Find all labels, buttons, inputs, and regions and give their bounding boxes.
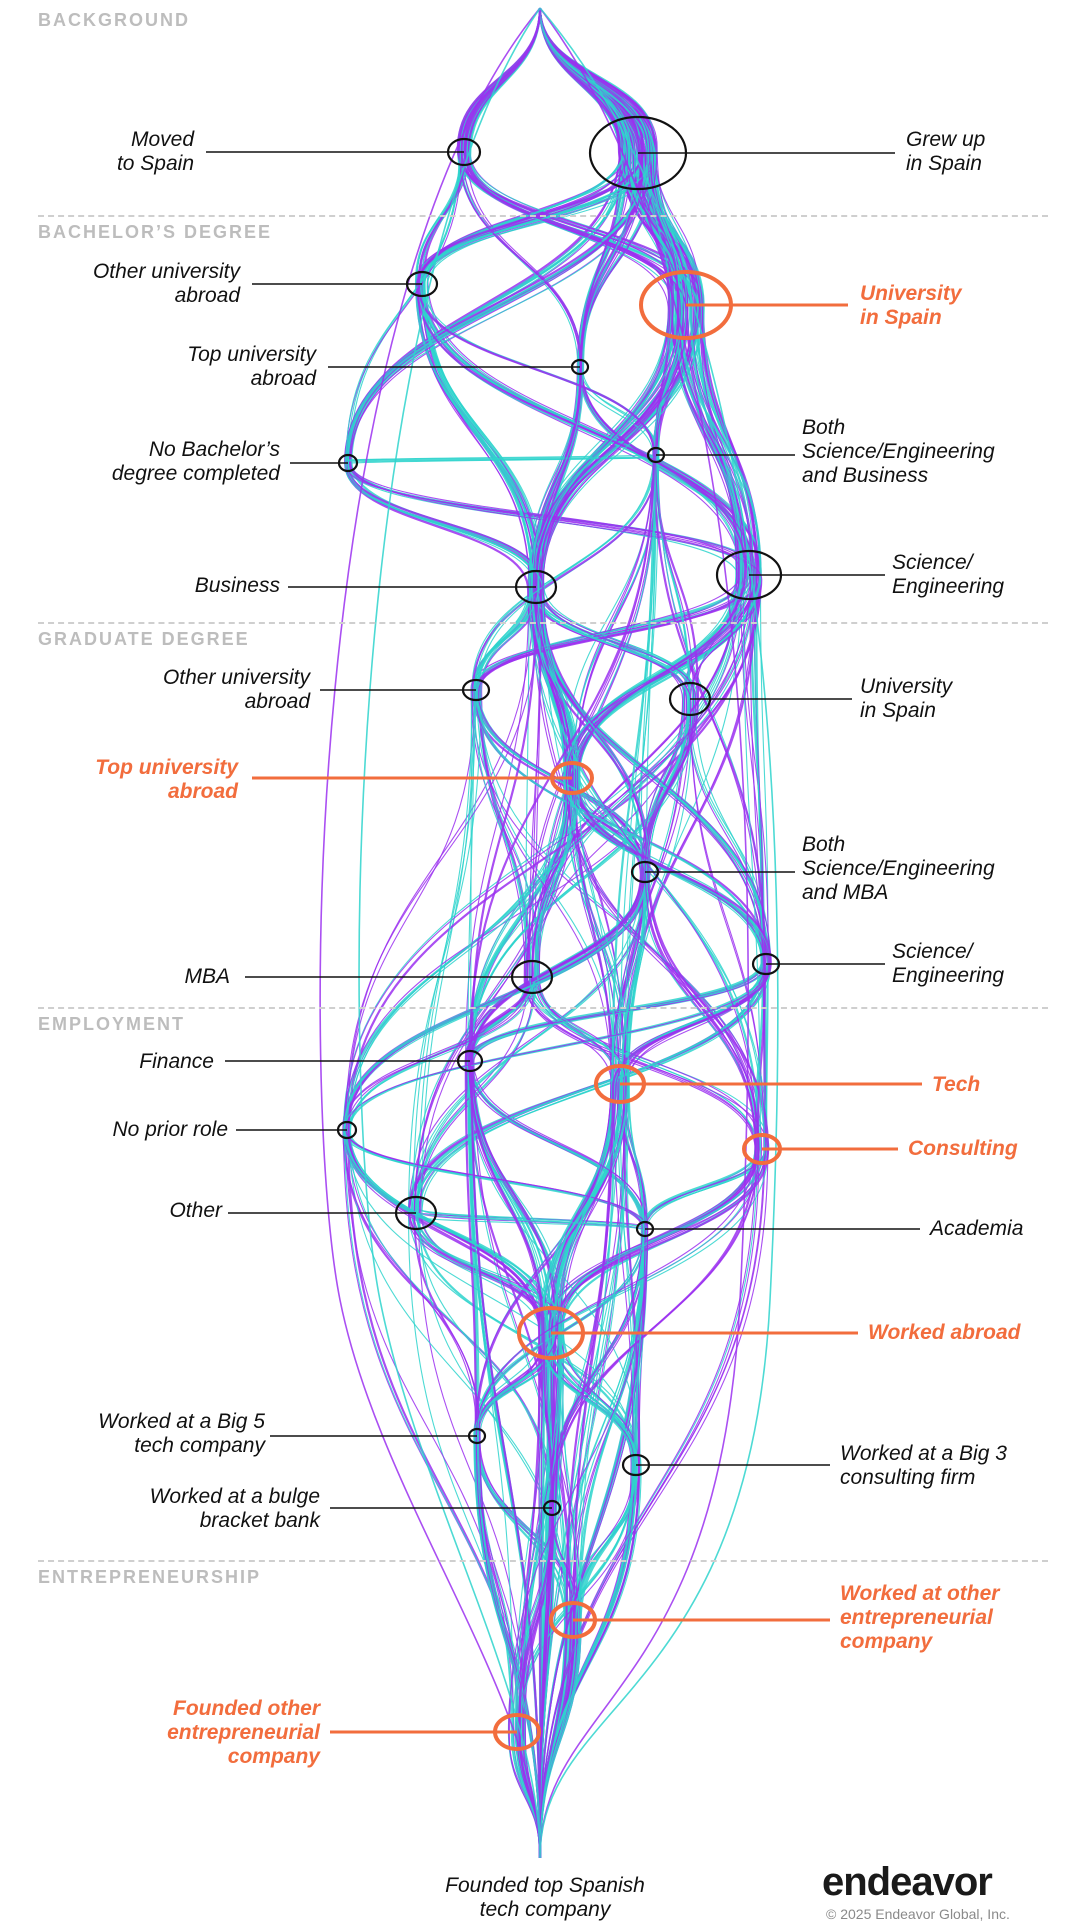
label-gr-science-engineering: Science/ Engineering (892, 940, 1005, 987)
node-marker-ba-none (337, 453, 359, 473)
label-ba-top-university-abroad: Top university abroad (187, 343, 316, 390)
node-marker-gr-uni-spain (668, 681, 712, 717)
endeavor-logo: endeavor (822, 1860, 993, 1904)
flow-path (342, 7, 701, 1859)
node-marker-em-big5 (467, 1427, 487, 1445)
flow-path (346, 7, 691, 1859)
label-em-worked-abroad: Worked abroad (868, 1321, 1021, 1344)
label-em-tech: Tech (932, 1073, 981, 1096)
node-marker-en-founded (493, 1713, 541, 1751)
label-grew-up-in-spain: Grew up in Spain (906, 128, 986, 175)
label-em-big3-consulting: Worked at a Big 3 consulting firm (840, 1442, 1007, 1489)
label-gr-other-university-abroad: Other university abroad (162, 666, 310, 713)
section-title-entrepreneurship: ENTREPRENEURSHIP (38, 1567, 262, 1587)
section-title-employment: EMPLOYMENT (38, 1014, 186, 1034)
label-en-founded-other-entrepreneurial: Founded other entrepreneurial company (167, 1697, 320, 1768)
node-marker-em-abroad (517, 1306, 585, 1360)
label-ba-university-in-spain: University in Spain (860, 282, 962, 329)
flow-path (412, 7, 688, 1859)
node-marker-ba-sci (715, 549, 783, 601)
flow-path (458, 7, 757, 1859)
flow-path (539, 7, 760, 1859)
flow-path (346, 7, 672, 1859)
flow-path (512, 7, 702, 1859)
flow-path (460, 7, 757, 1859)
label-gr-mba: MBA (184, 965, 230, 988)
flow-paths (319, 7, 779, 1859)
label-final-founded-top-spanish-tech: Founded top Spanish tech company (445, 1874, 645, 1921)
node-marker-ba-both (646, 446, 666, 464)
flow-path (346, 7, 678, 1859)
node-markers (206, 115, 922, 1751)
section-title-background: BACKGROUND (38, 10, 190, 30)
label-en-worked-other-entrepreneurial: Worked at other entrepreneurial company (840, 1582, 1000, 1653)
node-marker-ba-other-abroad (405, 270, 439, 298)
flow-path (347, 7, 761, 1859)
flow-path (467, 7, 752, 1859)
node-marker-en-other-ent (549, 1601, 597, 1639)
flow-path (539, 7, 749, 1859)
flow-path (420, 7, 762, 1859)
flow-path (345, 7, 645, 1859)
section-divider (38, 622, 1048, 624)
label-em-no-prior-role: No prior role (112, 1118, 228, 1141)
node-marker-ba-business (514, 569, 558, 605)
node-marker-moved-spain (446, 137, 482, 167)
node-marker-ba-top-abroad (570, 358, 590, 376)
flow-path (417, 7, 656, 1859)
section-divider (38, 1007, 1048, 1009)
label-em-other: Other (169, 1199, 222, 1222)
flow-path (413, 7, 764, 1859)
flow-path (358, 7, 541, 1859)
node-marker-em-other (394, 1195, 438, 1231)
label-gr-both-sci-mba: Both Science/Engineering and MBA (802, 833, 995, 904)
flow-path (470, 7, 692, 1859)
node-marker-em-academia (635, 1220, 655, 1238)
label-ba-other-university-abroad: Other university abroad (92, 260, 240, 307)
label-em-bulge-bracket: Worked at a bulge bracket bank (149, 1485, 320, 1532)
label-ba-both-sci-business: Both Science/Engineering and Business (802, 416, 995, 487)
label-gr-top-university-abroad: Top university abroad (95, 756, 238, 803)
label-ba-no-bachelors: No Bachelor’s degree completed (111, 438, 280, 485)
section-title-bachelors: BACHELOR’S DEGREE (38, 222, 273, 242)
section-title-graduate: GRADUATE DEGREE (38, 629, 250, 649)
flow-path (319, 7, 541, 1859)
label-em-consulting: Consulting (908, 1137, 1018, 1160)
label-em-finance: Finance (139, 1050, 214, 1073)
label-ba-business: Business (194, 574, 280, 597)
node-marker-gr-other-abroad (461, 678, 491, 702)
copyright-text: © 2025 Endeavor Global, Inc. (826, 1906, 1010, 1922)
node-marker-ba-uni-spain (639, 270, 733, 340)
node-marker-grew-spain (588, 115, 688, 191)
node-marker-em-bulge (542, 1499, 562, 1517)
flow-path (343, 7, 669, 1859)
label-ba-science-engineering: Science/ Engineering (892, 551, 1005, 598)
flow-path (538, 7, 683, 1859)
section-divider (38, 215, 1048, 217)
label-em-big5-tech: Worked at a Big 5 tech company (98, 1410, 265, 1457)
flow-path (531, 7, 636, 1859)
node-marker-gr-mba (510, 959, 554, 995)
label-gr-university-in-spain: University in Spain (860, 675, 953, 722)
node-marker-gr-both (630, 860, 660, 884)
node-marker-em-consulting (742, 1133, 782, 1165)
label-moved-to-spain: Moved to Spain (116, 128, 194, 175)
flow-path (539, 7, 779, 1859)
node-marker-em-tech (594, 1064, 646, 1104)
node-marker-em-finance (456, 1049, 484, 1073)
node-marker-em-big3 (621, 1453, 651, 1477)
section-divider (38, 1560, 1048, 1562)
label-em-academia: Academia (930, 1217, 1024, 1240)
node-marker-gr-sci (751, 952, 781, 976)
node-marker-em-none (336, 1120, 358, 1140)
node-marker-gr-top-abroad (550, 761, 594, 795)
